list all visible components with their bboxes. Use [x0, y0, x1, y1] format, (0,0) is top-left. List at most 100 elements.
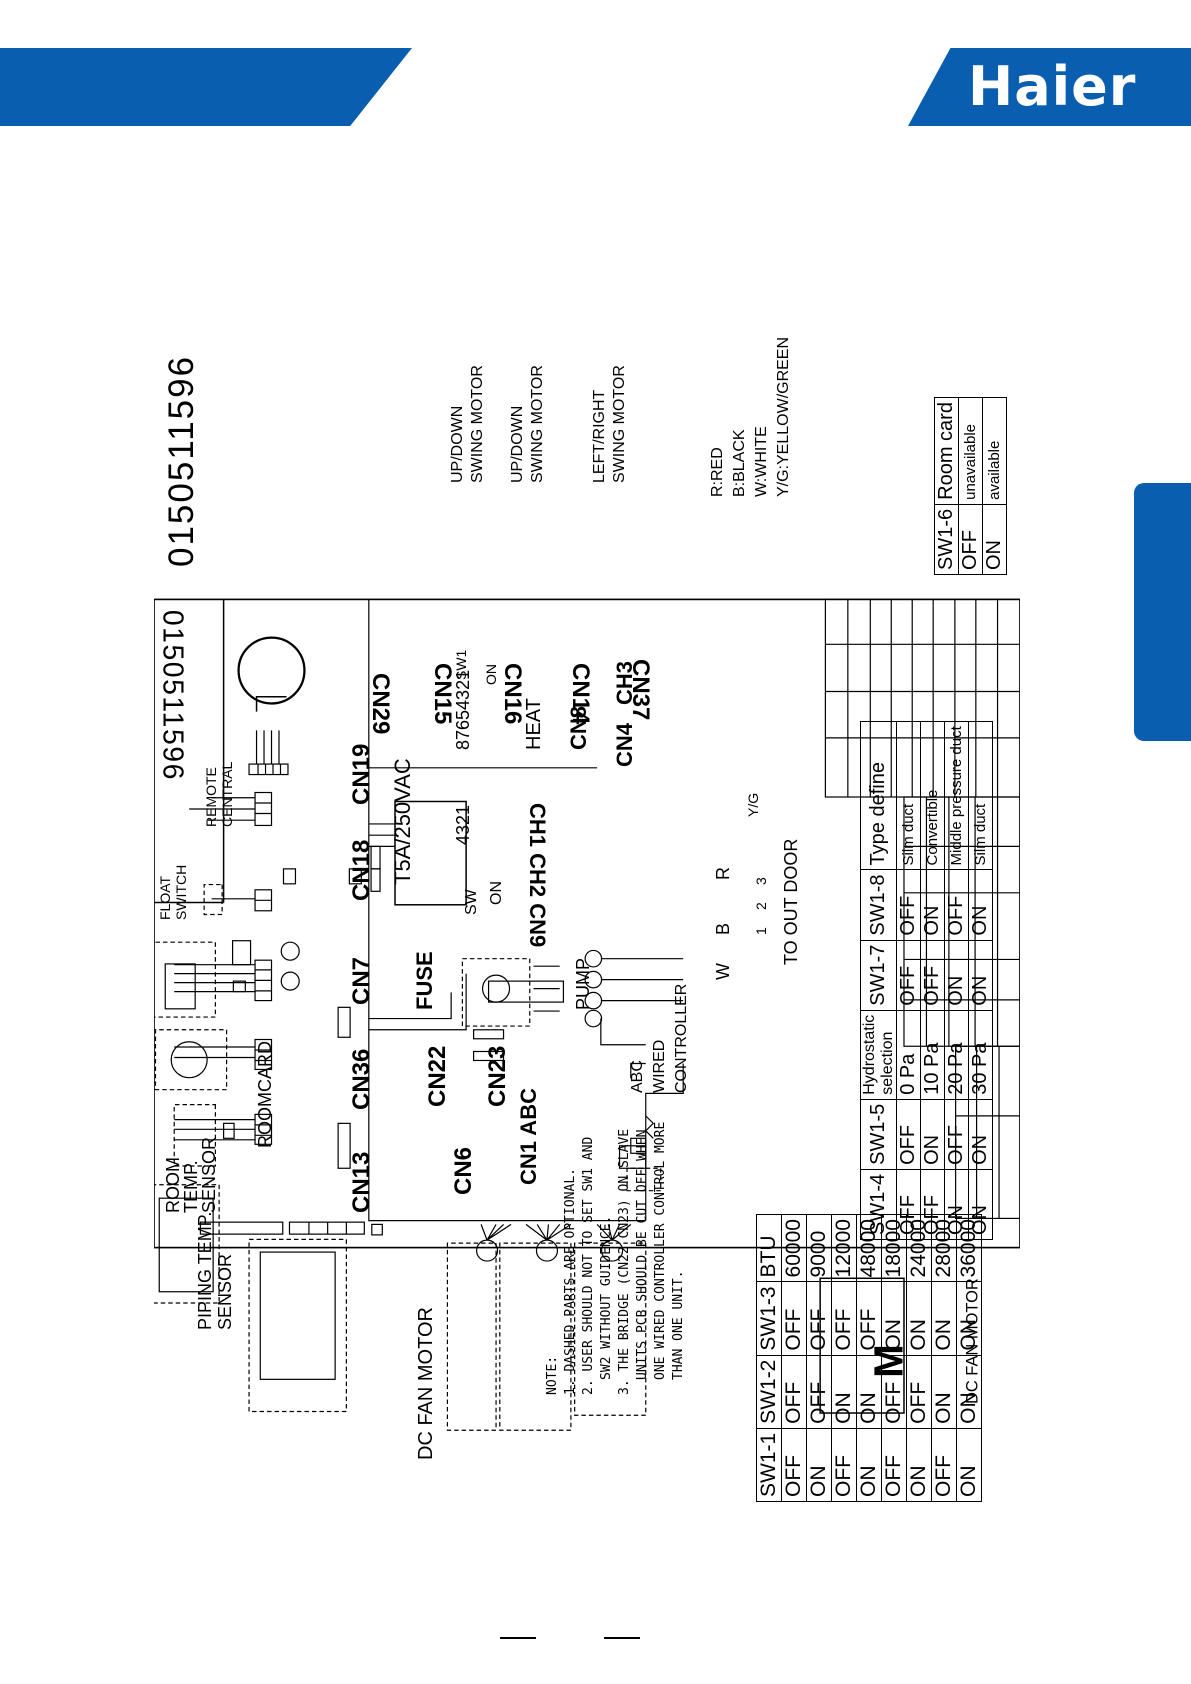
hydro-h4: SW1-8 — [860, 869, 897, 941]
fuse-rating-text: T5A/250VAC — [390, 758, 415, 885]
piping-sensor-text-1: PIPING TEMP. — [195, 1211, 215, 1330]
heat-text: HEAT — [523, 698, 545, 750]
swing-motor-3-text-1: LEFT/RIGHT — [591, 389, 608, 483]
btu-cell: OFF — [906, 1355, 932, 1429]
hydro-h2: Hydrostatic selection — [860, 1010, 897, 1100]
ch-cn9-text: CH1 CH2 CN9 — [525, 803, 550, 948]
cn7-label: CN7 — [348, 956, 375, 1005]
terminal-r-text: R — [713, 867, 733, 880]
cn7-connector — [254, 959, 273, 1002]
cn18-connector — [254, 1038, 273, 1071]
btu-cell: 60000 — [781, 1214, 807, 1282]
cn16-label: CN16 — [499, 663, 526, 725]
hydro-cell: ON — [968, 940, 993, 1011]
swing-motor-1-icon — [475, 1239, 499, 1262]
btu-cell: OFF — [831, 1281, 857, 1356]
terminal-2-text: 2 — [753, 902, 769, 910]
btu-cell: 12000 — [831, 1214, 857, 1282]
hydro-cell: OFF — [896, 869, 921, 941]
room-sensor-text-1: ROOM — [163, 1157, 183, 1213]
swing-motor-1-text-1: UP/DOWN — [449, 405, 466, 483]
hydro-cell: OFF — [920, 940, 945, 1011]
hydro-h5: Type define — [860, 721, 897, 870]
hydro-cell: ON — [968, 1099, 993, 1170]
cn15-label: CN15 — [429, 663, 456, 725]
btu-table — [824, 598, 1020, 798]
doc-number: 0150511596 — [157, 610, 189, 781]
hydro-cell: 10 Pa — [920, 1010, 945, 1100]
cn29-label: CN29 — [367, 673, 394, 735]
note-2: 2. USER SHOULD NOT TO SET SW1 AND — [581, 1136, 596, 1395]
display-board-icon — [158, 1197, 214, 1293]
wired-controller-text-1: ABC — [629, 1060, 646, 1093]
hydro-cell: Silm duct — [968, 721, 993, 870]
btu-cell: ON — [906, 1281, 932, 1356]
header-band-left — [0, 48, 412, 126]
sw1-digits-text: 87654321 — [453, 669, 473, 750]
terminal-yg-text: Y/G — [745, 792, 761, 817]
room-cell: available — [982, 397, 1007, 505]
btu-cell: 9000 — [806, 1214, 832, 1282]
swing-motor-2-text-1: UP/DOWN — [509, 405, 526, 483]
note-3: SW2 WITHOUT GUIDENCE. — [599, 1215, 614, 1380]
hydro-cell: OFF — [896, 940, 921, 1011]
cn6-label: CN6 — [450, 1146, 477, 1195]
wired-controller-box — [394, 800, 467, 906]
page-mark-right — [604, 1637, 640, 1639]
btu-cell: OFF — [781, 1428, 807, 1502]
cn36-label: CN36 — [348, 1048, 375, 1110]
btu-cell: ON — [931, 1281, 957, 1356]
swing-motor-2-icon — [535, 1239, 559, 1262]
btu-cell: ON — [856, 1428, 882, 1502]
cn36-connector — [254, 889, 273, 912]
terminal-w-text: W — [713, 963, 733, 980]
room-sensor-text-2: TEMP. — [181, 1160, 201, 1213]
float-switch-icon — [170, 1041, 208, 1079]
to-outdoor-text: TO OUT DOOR — [781, 838, 801, 965]
float-switch-text-2: SWITCH — [173, 864, 189, 920]
piping-sensor-text-2: SENSOR — [215, 1253, 235, 1330]
btu-cell: OFF — [856, 1281, 882, 1356]
sw1-on-text: ON — [483, 664, 499, 685]
hydro-cell: 20 Pa — [944, 1010, 969, 1100]
room-h0: SW1-6 — [934, 504, 959, 575]
ch3-text: CH3 — [612, 660, 637, 705]
cn15-connector — [371, 1223, 383, 1236]
hydro-h3: SW1-7 — [860, 940, 897, 1011]
room-sensor-text-3: SENSOR — [199, 1136, 219, 1213]
hydro-cell: OFF — [896, 1099, 921, 1170]
btu-cell: OFF — [806, 1281, 832, 1356]
fan-motor-m: M — [865, 1344, 911, 1378]
remote-central-text-1: REMOTE — [203, 767, 219, 827]
btu-cell: OFF — [781, 1355, 807, 1429]
btu-cell: OFF — [781, 1281, 807, 1356]
sw-on-text: ON — [488, 881, 505, 905]
remote-central-text-2: CENTRAL — [219, 761, 235, 827]
btu-cell: OFF — [831, 1428, 857, 1502]
doc-number-text: 0150511596 — [162, 354, 201, 567]
swing-motor-3-text-2: SWING MOTOR — [611, 365, 628, 483]
hydro-cell: 30 Pa — [968, 1010, 993, 1100]
room-cell: OFF — [958, 504, 983, 575]
page-mark-left — [500, 1637, 536, 1639]
hydro-h0: SW1-4 — [860, 1169, 897, 1240]
legend-red: R:RED — [709, 447, 726, 497]
hydro-h1: SW1-5 — [860, 1099, 897, 1170]
cn8-text: CN8 — [566, 705, 591, 750]
wired-controller-text-3: CONTROLLER — [673, 983, 690, 1093]
sw1-text: SW1 — [453, 649, 469, 680]
legend-white: W:WHITE — [753, 426, 770, 497]
legend-black: B:BLACK — [731, 429, 748, 497]
haier-logo: Haier — [968, 55, 1137, 118]
note-5: UNITS PCB SHOULD BE CUT OFF WHEN — [635, 1129, 650, 1380]
color-legend — [819, 1277, 905, 1414]
btu-cell: OFF — [806, 1355, 832, 1429]
terminal-3-text: 3 — [753, 877, 769, 885]
